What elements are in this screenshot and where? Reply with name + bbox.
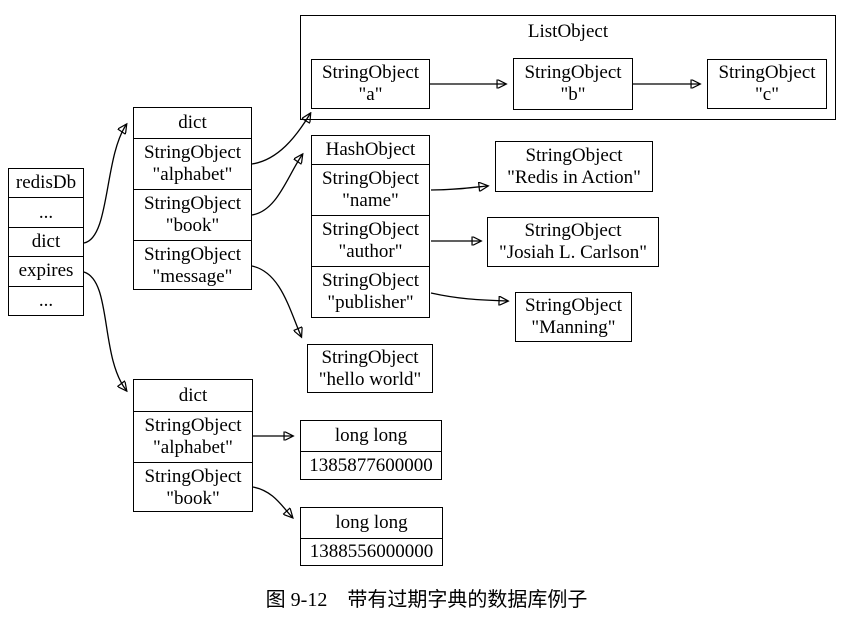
edge-book-to-hashobject [251,155,302,216]
edge-publisher-to-manning [430,292,507,301]
edge-dict-to-dict-top [83,125,126,244]
hashobject-title: HashObject [325,139,416,160]
edge-book-to-longlong2 [252,486,292,517]
node-longlong-book: long long 1388556000000 [300,507,443,566]
cluster-listobject: ListObject [300,15,836,120]
node-string-c: StringObject "c" [707,59,827,109]
edge-name-to-redis-in-action [430,186,487,190]
node-string-manning: StringObject "Manning" [515,292,632,342]
longlong-alphabet-value: 1385877600000 [301,451,441,479]
hash-key-name: StringObject "name" [312,164,429,215]
dict-top-key-alphabet: StringObject "alphabet" [134,138,251,189]
node-dict-top: dict StringObject "alphabet" StringObjec… [133,107,252,290]
node-string-redis-in-action: StringObject "Redis in Action" [495,141,653,192]
dict-top-title: dict [178,112,207,133]
edge-message-to-hello-world [251,265,301,336]
node-string-b: StringObject "b" [513,58,633,110]
redisdb-field-expires: expires [9,256,83,285]
node-string-hello-world: StringObject "hello world" [307,344,433,393]
listobject-title: ListObject [527,21,609,42]
edge-expires-to-dict-bottom [83,271,126,390]
dict-top-key-message: StringObject "message" [134,240,251,291]
dict-bottom-key-alphabet: StringObject "alphabet" [134,411,252,462]
hash-key-publisher: StringObject "publisher" [312,266,429,317]
edge-alphabet-to-listobject [251,114,310,165]
redisdb-ellipsis-top: ... [9,197,83,226]
redisdb-title: redisDb [15,172,77,194]
node-string-a: StringObject "a" [311,59,430,109]
figure-caption: 图 9-12 带有过期字典的数据库例子 [265,589,588,611]
node-hashobject: HashObject StringObject "name" StringObj… [311,135,430,318]
node-redisdb: redisDb ... dict expires ... [8,168,84,316]
node-string-josiah-carlson: StringObject "Josiah L. Carlson" [487,217,659,267]
longlong-book-title: long long [335,512,408,533]
hash-key-author: StringObject "author" [312,215,429,266]
node-dict-bottom: dict StringObject "alphabet" StringObjec… [133,379,253,512]
dict-bottom-key-book: StringObject "book" [134,462,252,513]
dict-bottom-title: dict [178,384,208,406]
dict-top-key-book: StringObject "book" [134,189,251,240]
longlong-alphabet-title: long long [334,425,408,446]
redisdb-field-dict: dict [9,226,83,256]
redisdb-ellipsis-bottom: ... [9,285,83,315]
node-longlong-alphabet: long long 1385877600000 [300,420,442,480]
longlong-book-value: 1388556000000 [301,538,442,565]
